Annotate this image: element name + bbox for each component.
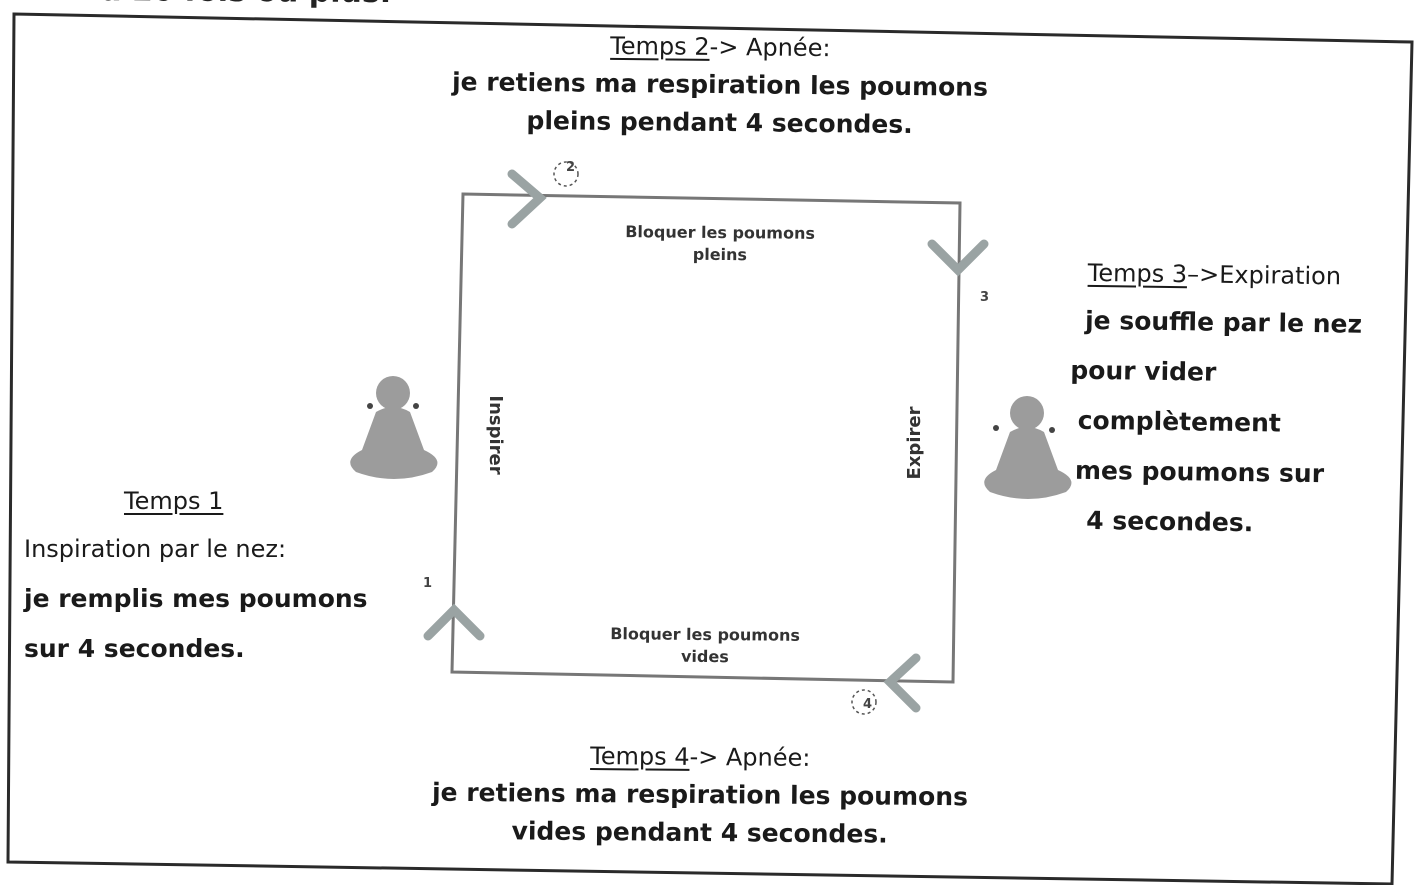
temps-3-block: Temps 3–>Expiration je souffle par le ne…: [1068, 250, 1412, 551]
meditation-figure-icon: [350, 376, 438, 479]
breathing-square: [450, 192, 962, 684]
temps-1-title: Temps 1: [124, 487, 224, 515]
temps-3-line-5: 4 secondes.: [1086, 505, 1254, 538]
label-hold-full: Bloquer les poumons pleins: [625, 222, 816, 265]
temps-3-title: Temps 3: [1087, 258, 1188, 289]
label-inhale: Inspirer: [485, 395, 506, 475]
temps-3-line-4: mes poumons sur: [1074, 455, 1325, 489]
step-number-1: 1: [423, 576, 433, 591]
label-exhale: Expirer: [904, 406, 925, 480]
temps-3-line-3: complètement: [1077, 405, 1282, 438]
step-number-3: 3: [980, 290, 990, 305]
temps-2-block: Temps 2-> Apnée: je retiens ma respirati…: [439, 25, 1000, 145]
temps-3-suffix: –>Expiration: [1186, 260, 1342, 291]
temps-3-line-1: je souffle par le nez: [1084, 305, 1363, 339]
temps-4-suffix: -> Apnée:: [689, 742, 811, 772]
label-hold-empty: Bloquer les poumons vides: [610, 624, 801, 667]
temps-1-line-3: sur 4 secondes.: [24, 634, 245, 663]
temps-3-line-2: pour vider: [1070, 355, 1217, 387]
temps-1-line-1: Inspiration par le nez:: [24, 535, 287, 563]
temps-2-suffix: -> Apnée:: [709, 32, 831, 63]
temps-4-line-2: vides pendant 4 secondes.: [511, 816, 888, 849]
arrow-chevron-icon: [927, 239, 989, 277]
temps-2-line-1: je retiens ma respiration les poumons: [451, 67, 989, 102]
step-number-4: 4: [863, 697, 873, 712]
arrow-chevron-icon: [507, 169, 547, 229]
temps-2-line-2: pleins pendant 4 secondes.: [526, 105, 913, 140]
outer-frame: [6, 12, 1414, 885]
arrow-chevron-icon: [423, 603, 485, 641]
meditation-figure-icon: [984, 396, 1072, 499]
temps-4-block: Temps 4-> Apnée: je retiens ma respirati…: [420, 736, 981, 855]
temps-1-block: Temps 1 Inspiration par le nez: je rempl…: [24, 478, 384, 674]
step-circle: [553, 161, 579, 187]
arrow-chevron-icon: [883, 653, 921, 713]
temps-4-title: Temps 4: [590, 742, 690, 771]
step-circle: [851, 689, 877, 715]
step-number-2: 2: [566, 160, 576, 175]
temps-2-title: Temps 2: [610, 31, 710, 61]
temps-4-line-1: je retiens ma respiration les poumons: [431, 777, 969, 812]
temps-1-line-2: je remplis mes poumons: [24, 584, 368, 613]
